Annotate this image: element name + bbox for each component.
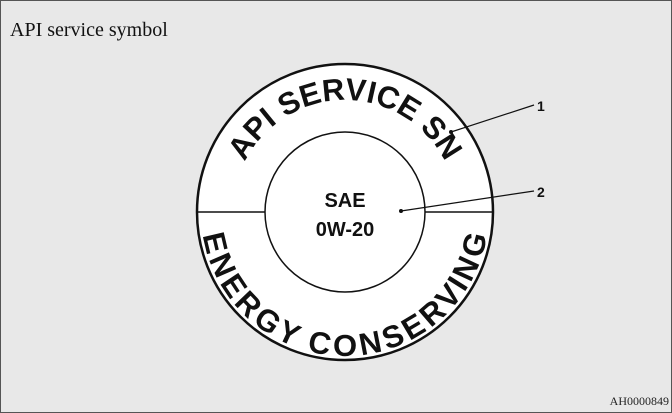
figure-code: AH0000849: [609, 394, 669, 408]
callout-2-leader: [400, 190, 535, 212]
center-text-line-2: 0W-20: [316, 219, 375, 241]
callout-2-dot: [399, 209, 403, 213]
callout-1-dot: [449, 130, 453, 134]
callout-1-number: 1: [537, 98, 545, 114]
callout-1-leader: [450, 104, 535, 133]
inner-circle: [264, 131, 426, 293]
callout-2-number: 2: [537, 184, 545, 200]
figure-caption: API service symbol: [10, 19, 168, 41]
center-text-line-1: SAE: [324, 190, 365, 212]
